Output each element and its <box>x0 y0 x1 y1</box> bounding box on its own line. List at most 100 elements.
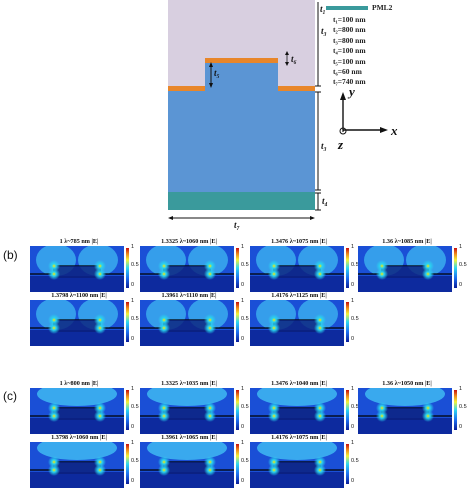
panel-b-letter: (b) <box>3 248 18 262</box>
colorbar-label: 0 <box>131 336 135 342</box>
colorbar-label: 1 <box>351 298 355 304</box>
colorbar-label: 1 <box>131 298 135 304</box>
label-t1: t₁ <box>320 4 326 14</box>
field-plot-title: 1.3961 λ~1110 nm |E| <box>161 292 217 299</box>
axis-y-label: y <box>349 84 355 99</box>
field-plot-title: 1.3476 λ~1040 nm |E| <box>271 380 327 387</box>
metal-left <box>168 86 205 91</box>
colorbar-label: 0.5 <box>351 316 359 322</box>
field-plot-title: 1 λ~785 nm |E| <box>59 238 99 245</box>
metal-top <box>205 58 278 63</box>
colorbar-label: 0.5 <box>351 458 359 464</box>
colorbar-label: 0 <box>241 478 245 484</box>
label-t4: t₄ <box>322 196 328 206</box>
field-map <box>30 388 129 434</box>
metal-right <box>278 86 315 91</box>
colorbar-label: 0.5 <box>131 262 139 268</box>
colorbar-label: 1 <box>241 298 245 304</box>
field-plot-title: 1 λ~800 nm |E| <box>59 380 99 387</box>
colorbar-label: 0 <box>351 282 355 288</box>
field-map <box>358 388 457 434</box>
field-plot-title: 1.3961 λ~1065 nm |E| <box>161 434 217 441</box>
label-t5: t₅ <box>214 68 220 78</box>
bottom-layer <box>168 192 315 210</box>
panel-c-letter: (c) <box>3 389 17 403</box>
field-plot: 1.3798 λ~1100 nm |E| 1 0.5 0 <box>30 292 142 346</box>
field-map <box>140 442 239 488</box>
colorbar-label: 0.5 <box>131 316 139 322</box>
param-t2: t₂=800 nm <box>333 25 366 35</box>
colorbar-label: 0.5 <box>351 404 359 410</box>
field-plot-title: 1.4176 λ~1125 nm |E| <box>271 292 327 299</box>
colorbar-label: 1 <box>459 386 463 392</box>
field-plot-title: 1.36 λ~1085 nm |E| <box>382 238 432 245</box>
colorbar-label: 0 <box>351 424 355 430</box>
colorbar-label: 0.5 <box>241 404 249 410</box>
colorbar-label: 1 <box>131 386 135 392</box>
field-map <box>250 442 349 488</box>
colorbar-label: 0 <box>459 282 463 288</box>
ridge <box>205 62 278 92</box>
substrate-region <box>168 90 315 192</box>
colorbar-label: 0 <box>131 478 135 484</box>
field-plot-title: 1.36 λ~1050 nm |E| <box>382 380 432 387</box>
field-plot-title: 1.3798 λ~1100 nm |E| <box>51 292 107 299</box>
colorbar-label: 0.5 <box>351 262 359 268</box>
axis-z-label: z <box>338 137 344 152</box>
colorbar-label: 0 <box>351 336 355 342</box>
label-t3-lower: t₃ <box>321 141 327 151</box>
colorbar-label: 0.5 <box>241 316 249 322</box>
colorbar-label: 0 <box>241 424 245 430</box>
colorbar-label: 0 <box>241 336 245 342</box>
panel-c: 1 λ~800 nm |E| 1 0.5 0 1.3325 λ~1035 nm |E| 1… <box>0 380 474 488</box>
field-map <box>140 388 239 434</box>
field-plot: 1.36 λ~1085 nm |E| 1 0.5 0 <box>358 238 470 292</box>
param-t5: t₅=100 nm <box>333 56 366 66</box>
colorbar-label: 1 <box>459 244 463 250</box>
colorbar-label: 1 <box>241 244 245 250</box>
field-plot: 1.4176 λ~1125 nm |E| 1 0.5 0 <box>250 292 362 346</box>
legend-label: PML2 <box>372 3 393 12</box>
field-map <box>140 300 239 346</box>
colorbar-label: 0 <box>241 282 245 288</box>
colorbar-label: 1 <box>351 440 355 446</box>
colorbar-label: 0 <box>459 424 463 430</box>
colorbar-label: 0 <box>351 478 355 484</box>
field-plot: 1.4176 λ~1075 nm |E| 1 0.5 0 <box>250 434 362 488</box>
field-plot: 1.3798 λ~1060 nm |E| 1 0.5 0 <box>30 434 142 488</box>
parameter-list: t₁=100 nm t₂=800 nm t₃=800 nm t₄=100 nm … <box>333 15 366 88</box>
colorbar-label: 0 <box>131 282 135 288</box>
field-map <box>250 388 349 434</box>
field-plot-title: 1.3476 λ~1075 nm |E| <box>271 238 327 245</box>
colorbar-label: 1 <box>131 440 135 446</box>
legend-swatch <box>326 6 368 10</box>
field-plot-title: 1.4176 λ~1075 nm |E| <box>271 434 327 441</box>
schematic-drawing <box>168 0 388 220</box>
field-map <box>140 246 239 292</box>
param-t1: t₁=100 nm <box>333 15 366 24</box>
colorbar-label: 0.5 <box>131 458 139 464</box>
colorbar-label: 1 <box>241 386 245 392</box>
param-t7: t₇=740 nm <box>333 77 366 87</box>
label-t7: t₇ <box>234 220 240 230</box>
field-map <box>30 300 129 346</box>
field-plot-title: 1.3798 λ~1060 nm |E| <box>51 434 107 441</box>
axis-x-label: x <box>391 123 398 138</box>
colorbar-label: 1 <box>241 440 245 446</box>
field-plot-title: 1.3325 λ~1035 nm |E| <box>161 380 217 387</box>
colorbar-label: 1 <box>131 244 135 250</box>
field-plot: 1.3476 λ~1075 nm |E| 1 0.5 0 <box>250 238 362 292</box>
colorbar-label: 1 <box>351 244 355 250</box>
colorbar-label: 0.5 <box>459 404 467 410</box>
param-t4: t₄=100 nm <box>333 46 366 56</box>
schematic: PML2 t₁=100 nm t₂=800 nm t₃=800 nm t₄=10… <box>0 0 474 232</box>
field-map <box>30 246 129 292</box>
colorbar-label: 0.5 <box>459 262 467 268</box>
colorbar-label: 0.5 <box>241 262 249 268</box>
param-t3: t₃=800 nm <box>333 35 366 45</box>
field-map <box>358 246 457 292</box>
